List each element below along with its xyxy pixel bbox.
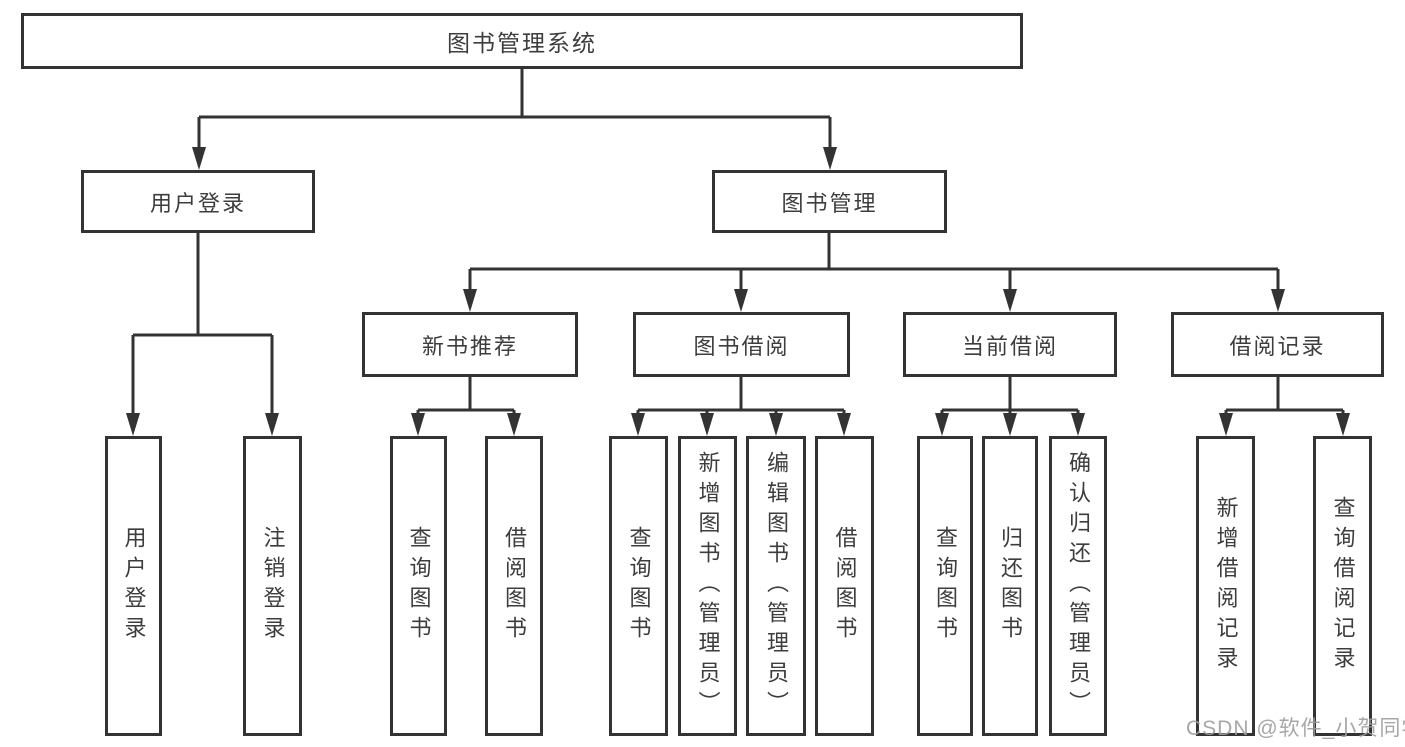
leaf-return-book: 归还图书 (982, 436, 1038, 736)
leaf-logout: 注销登录 (243, 436, 302, 736)
leaf-query-borrow-record-label: 查询借阅记录 (1330, 496, 1356, 676)
leaf-user-login: 用户登录 (105, 436, 162, 736)
connector-userlogin-to-leaves (131, 233, 274, 416)
leaf-borrow-book-borrowing-label: 借阅图书 (832, 526, 858, 646)
node-root: 图书管理系统 (21, 13, 1023, 69)
leaf-borrow-book-borrowing: 借阅图书 (815, 436, 874, 736)
leaf-confirm-return-admin-label: 确认归还（管理员） (1066, 451, 1091, 721)
leaf-user-login-label: 用户登录 (121, 526, 147, 646)
leaf-borrow-book-recommend: 借阅图书 (485, 436, 543, 736)
leaf-return-book-label: 归还图书 (998, 526, 1023, 646)
node-borrowing-records-label: 借阅记录 (1229, 333, 1326, 359)
node-book-borrowing: 图书借阅 (633, 312, 850, 377)
leaf-query-book-borrowing-label: 查询图书 (626, 526, 652, 646)
connector-currentborrow-to-leaves (940, 377, 1080, 416)
csdn-watermark: CSDN @软件_小贺同学 (1186, 717, 1405, 740)
leaf-add-borrow-record: 新增借阅记录 (1196, 436, 1255, 736)
leaf-add-borrow-record-label: 新增借阅记录 (1213, 496, 1239, 676)
node-root-label: 图书管理系统 (447, 30, 597, 56)
node-current-borrowing-label: 当前借阅 (961, 333, 1058, 359)
node-current-borrowing: 当前借阅 (903, 312, 1117, 377)
leaf-query-book-current-label: 查询图书 (933, 526, 958, 646)
leaf-logout-label: 注销登录 (260, 526, 286, 646)
leaf-confirm-return-admin: 确认归还（管理员） (1049, 436, 1107, 736)
leaf-query-book-borrowing: 查询图书 (609, 436, 668, 736)
node-book-management-label: 图书管理 (781, 190, 878, 216)
node-book-management: 图书管理 (712, 170, 947, 233)
connector-newbookrec-to-leaves (416, 377, 516, 416)
leaf-query-book-current: 查询图书 (917, 436, 973, 736)
leaf-edit-book-admin-label: 编辑图书（管理员） (764, 451, 789, 721)
leaf-query-book-recommend: 查询图书 (390, 436, 447, 736)
node-new-book-recommend-label: 新书推荐 (421, 333, 518, 359)
connector-bookmgmt-to-level3 (468, 233, 1280, 292)
leaf-add-book-admin-label: 新增图书（管理员） (695, 451, 721, 721)
leaf-add-book-admin: 新增图书（管理员） (678, 436, 737, 736)
connector-borrowrecords-to-leaves (1224, 377, 1345, 416)
node-borrowing-records: 借阅记录 (1171, 312, 1384, 377)
leaf-edit-book-admin: 编辑图书（管理员） (746, 436, 806, 736)
connector-root-to-level2 (197, 69, 832, 150)
node-user-login: 用户登录 (81, 170, 315, 233)
node-user-login-label: 用户登录 (149, 190, 246, 216)
leaf-query-borrow-record: 查询借阅记录 (1313, 436, 1372, 736)
connector-bookborrow-to-leaves (636, 377, 846, 416)
leaf-borrow-book-recommend-label: 借阅图书 (502, 526, 527, 646)
leaf-query-book-recommend-label: 查询图书 (406, 526, 432, 646)
node-new-book-recommend: 新书推荐 (362, 312, 578, 377)
node-book-borrowing-label: 图书借阅 (693, 333, 790, 359)
